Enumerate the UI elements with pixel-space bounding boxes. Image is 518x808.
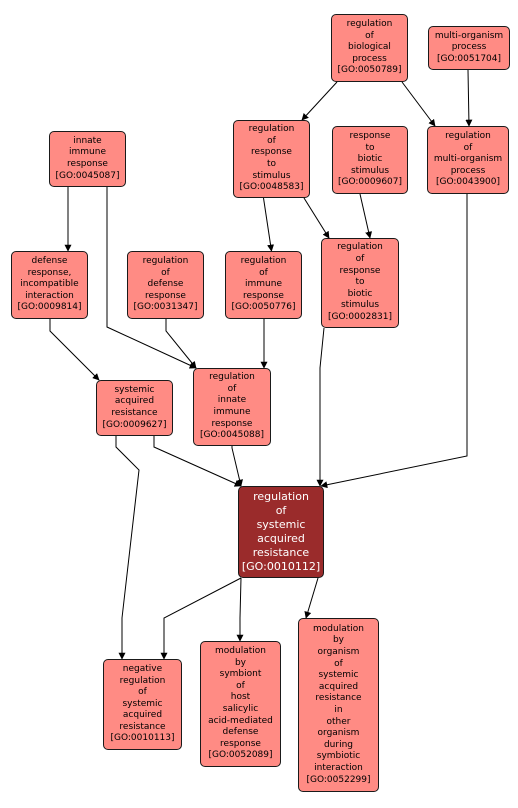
- edge-n5-to-n10: [359, 193, 373, 239]
- edge-n6-to-n13: [320, 194, 468, 489]
- edge-n12-to-n13: [231, 446, 243, 487]
- node-regulation-of-response-to-stimulus[interactable]: regulation of response to stimulus [GO:0…: [233, 120, 310, 198]
- edge-n13-to-n15: [236, 577, 244, 642]
- node-response-to-biotic-stimulus[interactable]: response to biotic stimulus [GO:0009607]: [332, 126, 408, 194]
- node-regulation-of-multi-organism-process[interactable]: regulation of multi-organism process [GO…: [427, 126, 509, 194]
- node-regulation-of-innate-immune-response[interactable]: regulation of innate immune response [GO…: [193, 368, 271, 446]
- edge-n10-to-n13: [316, 327, 325, 487]
- edge-n2-to-n6: [465, 69, 473, 127]
- node-innate-immune-response[interactable]: innate immune response [GO:0045087]: [49, 131, 126, 187]
- edge-n4-to-n9: [263, 197, 275, 252]
- edge-n4-to-n10: [303, 197, 330, 239]
- node-regulation-of-response-to-biotic-stimulus[interactable]: regulation of response to biotic stimulu…: [321, 238, 399, 328]
- node-modulation-by-organism-of-systemic-acquired-resistance-in-other-organism[interactable]: modulation by organism of systemic acqui…: [298, 618, 379, 792]
- edge-n1-to-n6: [401, 81, 436, 127]
- edge-n7-to-n11: [49, 319, 100, 381]
- node-multi-organism-process[interactable]: multi-organism process [GO:0051704]: [428, 26, 510, 70]
- edge-n11-to-n14: [115, 436, 140, 660]
- edge-n13-to-n14: [160, 577, 242, 660]
- edge-n3-to-n12: [106, 187, 197, 369]
- node-modulation-by-symbiont-of-host-salicylic-acid-mediated-defense-response[interactable]: modulation by symbiont of host salicylic…: [200, 641, 281, 767]
- node-regulation-of-systemic-acquired-resistance[interactable]: regulation of systemic acquired resistan…: [238, 486, 324, 578]
- node-defense-response-incompatible-interaction[interactable]: defense response, incompatible interacti…: [11, 251, 88, 319]
- node-systemic-acquired-resistance[interactable]: systemic acquired resistance [GO:0009627…: [96, 380, 173, 436]
- node-regulation-of-biological-process[interactable]: regulation of biological process [GO:005…: [331, 14, 408, 82]
- edge-n8-to-n12: [165, 319, 197, 369]
- node-negative-regulation-of-systemic-acquired-resistance[interactable]: negative regulation of systemic acquired…: [103, 659, 182, 750]
- node-regulation-of-defense-response[interactable]: regulation of defense response [GO:00313…: [127, 251, 204, 319]
- edge-n1-to-n4: [301, 81, 338, 121]
- edge-n13-to-n16: [304, 577, 319, 619]
- edge-n11-to-n13: [153, 436, 242, 487]
- node-regulation-of-immune-response[interactable]: regulation of immune response [GO:005077…: [225, 251, 302, 319]
